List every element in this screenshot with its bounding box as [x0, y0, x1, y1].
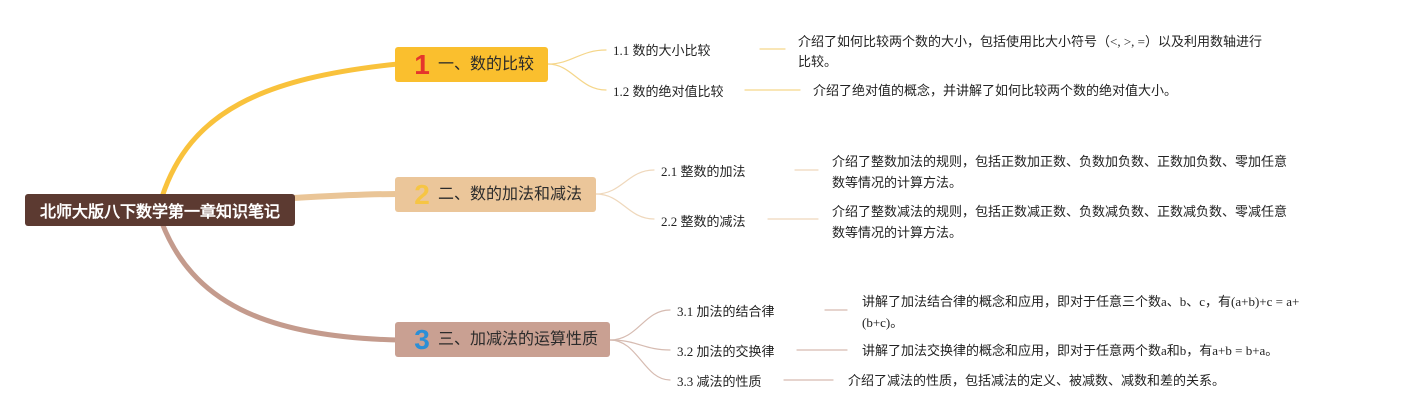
connector-1-2	[547, 63, 607, 91]
topic-number-3: 3	[414, 323, 430, 355]
topic-node-3[interactable]: 3 三、加减法的运算性质	[395, 322, 610, 357]
description-line: 比较。	[798, 54, 838, 69]
subtopic-label-3-1[interactable]: 3.1 加法的结合律	[677, 304, 775, 319]
subtopic-label-2-2[interactable]: 2.2 整数的减法	[661, 214, 746, 229]
description-line: 介绍了绝对值的概念，并讲解了如何比较两个数的绝对值大小。	[813, 83, 1178, 98]
connector-3-3	[609, 339, 671, 381]
root-node[interactable]: 北师大版八下数学第一章知识笔记	[25, 194, 295, 226]
subtopic-label-1-2[interactable]: 1.2 数的绝对值比较	[613, 84, 724, 99]
topic-number-1: 1	[414, 48, 430, 80]
topic-node-2[interactable]: 2 二、数的加法和减法	[395, 177, 596, 212]
subtopic-label-3-2[interactable]: 3.2 加法的交换律	[677, 344, 775, 359]
subtopic-label-1-1[interactable]: 1.1 数的大小比较	[613, 43, 711, 58]
subtopic-description-3-2[interactable]: 讲解了加法交换律的概念和应用，即对于任意两个数a和b，有a+b = b+a。	[862, 341, 1278, 361]
subtopic-label-3-3[interactable]: 3.3 减法的性质	[677, 374, 762, 389]
branch-line-2	[289, 191, 401, 201]
description-line: (b+c)。	[862, 315, 904, 330]
description-line: 介绍了整数加法的规则，包括正数加正数、负数加负数、正数加负数、零加任意	[832, 154, 1288, 169]
description-line: 介绍了如何比较两个数的大小，包括使用比大小符号（<, >, =）以及利用数轴进行	[798, 34, 1262, 49]
topic-number-2: 2	[414, 178, 430, 210]
connector-2-2	[595, 193, 655, 220]
root-title: 北师大版八下数学第一章知识笔记	[39, 204, 280, 221]
connector-3-2	[609, 339, 671, 351]
branch-line-1	[159, 61, 401, 200]
connector-1-1	[547, 49, 607, 65]
topic-title-3: 三、加减法的运算性质	[438, 330, 599, 348]
branch-line-3	[159, 220, 401, 343]
connector-2-1	[595, 169, 655, 195]
description-line: 介绍了整数减法的规则，包括正数减正数、负数减负数、正数减负数、零减任意	[832, 204, 1288, 219]
topic-title-1: 一、数的比较	[438, 55, 535, 73]
connector-3-1	[609, 309, 671, 341]
subtopic-description-3-3[interactable]: 介绍了减法的性质，包括减法的定义、被减数、减数和差的关系。	[848, 371, 1225, 391]
subtopic-description-1-2[interactable]: 介绍了绝对值的概念，并讲解了如何比较两个数的绝对值大小。	[813, 81, 1177, 101]
subtopic-description-3-1[interactable]: 讲解了加法结合律的概念和应用，即对于任意三个数a、b、c，有(a+b)+c = …	[862, 291, 1299, 333]
description-line: 介绍了减法的性质，包括减法的定义、被减数、减数和差的关系。	[848, 373, 1226, 388]
description-line: 数等情况的计算方法。	[832, 175, 963, 190]
subtopic-description-2-2[interactable]: 介绍了整数减法的规则，包括正数减正数、负数减负数、正数减负数、零减任意 数等情况…	[832, 201, 1287, 243]
topic-title-2: 二、数的加法和减法	[438, 185, 583, 203]
subtopic-description-2-1[interactable]: 介绍了整数加法的规则，包括正数加正数、负数加负数、正数加负数、零加任意 数等情况…	[832, 151, 1287, 193]
subtopic-description-1-1[interactable]: 介绍了如何比较两个数的大小，包括使用比大小符号（<, >, =）以及利用数轴进行…	[798, 32, 1262, 72]
subtopic-label-2-1[interactable]: 2.1 整数的加法	[661, 164, 746, 179]
description-line: 讲解了加法结合律的概念和应用，即对于任意三个数a、b、c，有(a+b)+c = …	[862, 294, 1300, 309]
description-line: 讲解了加法交换律的概念和应用，即对于任意两个数a和b，有a+b = b+a。	[862, 343, 1279, 358]
topic-node-1[interactable]: 1 一、数的比较	[395, 47, 548, 82]
description-line: 数等情况的计算方法。	[832, 225, 963, 240]
